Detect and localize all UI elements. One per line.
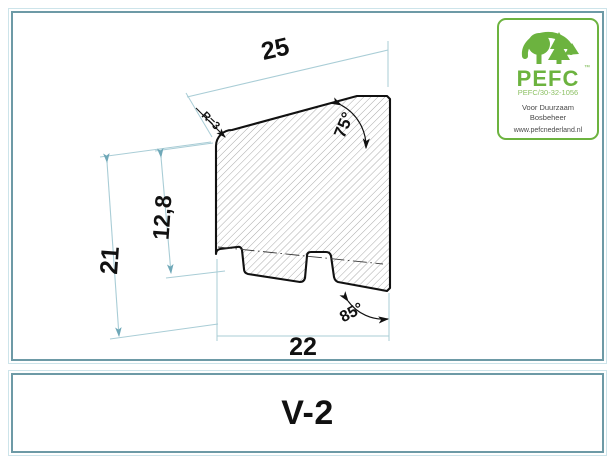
dimension-total-height: 21 [95,141,219,340]
dim-line-h128 [156,147,174,275]
deciduous-tree-icon [528,33,550,64]
title-block-label: V-2 [281,393,334,432]
pefc-trademark-symbol: ™ [584,65,590,71]
pefc-tagline-line1: Voor Duurzaam [521,103,575,112]
pefc-trees-icon [521,31,579,64]
pefc-certificate-code: PEFC/30-32-1056 [517,88,579,97]
circular-arrow-icon [521,31,574,59]
centerline [217,246,384,265]
ext-line-h128-top [154,142,214,152]
dim-label-total-height: 21 [95,246,125,276]
drawing-frame [11,11,604,361]
dim-line-h21 [103,152,122,338]
callout-angle-bottom-right: 85° [337,291,390,326]
angle-arc-85 [339,291,390,324]
dim-label-bottom-width: 22 [289,333,317,361]
pefc-certification-logo: PEFC ™ PEFC/30-32-1056 Voor Duurzaam Bos… [497,18,599,140]
technical-drawing-canvas: 25 22 21 12,8 R=3 [95,32,392,361]
dim-label-corner-radius: R=3 [199,110,222,133]
dimension-top-width: 25 [185,32,389,138]
pefc-tagline-line2: Bosbeheer [529,113,567,122]
ext-line-h21-bottom [109,323,219,340]
ext-line-top-left [185,92,213,138]
dim-label-top-width: 25 [259,32,292,66]
ext-line-h21-top [99,141,212,158]
ext-line-h128-bottom [165,270,226,279]
title-block-frame [11,373,604,453]
conifer-tree-icon [548,32,570,64]
angle-arc-75 [330,97,370,150]
dim-label-angle-bottom-right: 85° [337,300,366,326]
arrow-head-icon [564,43,579,55]
pefc-website[interactable]: www.pefcnederland.nl [513,127,583,134]
leader-line-radius [195,107,226,138]
dimension-inner-height: 12,8 [147,142,226,279]
dim-line-top [186,49,389,98]
pefc-wordmark: PEFC [516,66,580,91]
dim-label-inner-height: 12,8 [147,194,176,241]
callout-corner-radius: R=3 [195,107,226,138]
